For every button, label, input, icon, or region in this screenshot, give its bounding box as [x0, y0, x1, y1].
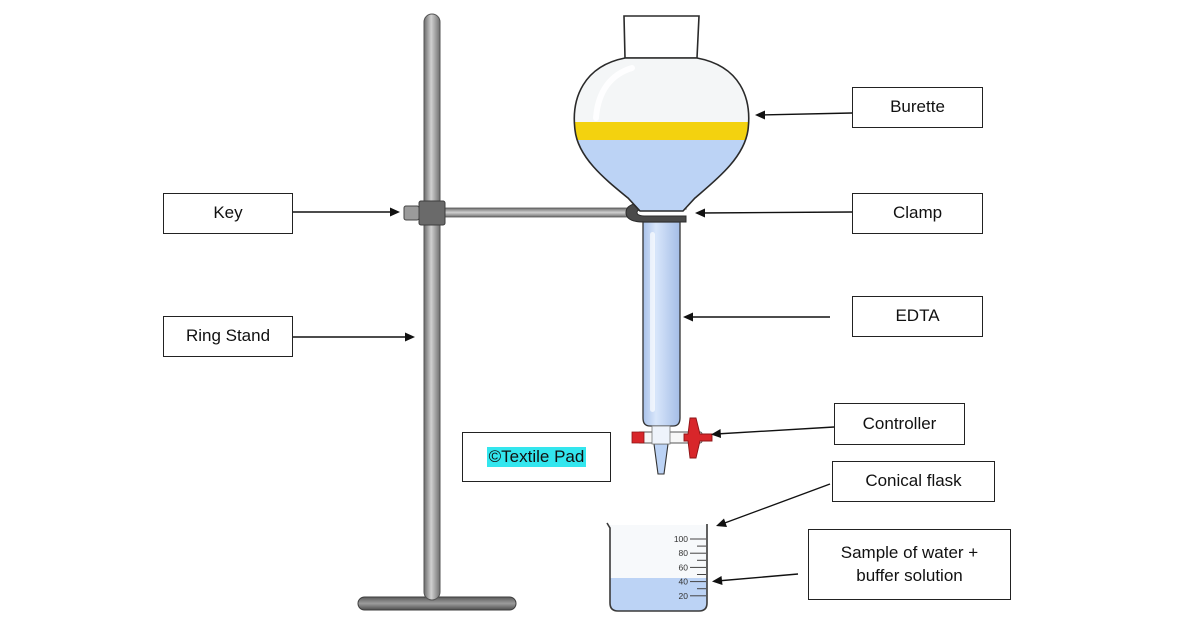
indicator-band [574, 122, 749, 140]
stopcock-handle [683, 417, 713, 459]
label-edta: EDTA [852, 296, 983, 337]
credit-text: ©Textile Pad [486, 447, 587, 467]
arrow-controller [715, 426, 835, 435]
ring-stand [357, 13, 517, 611]
boss-head [418, 200, 446, 226]
stand-base [357, 596, 517, 611]
key-knob [403, 205, 420, 221]
burette [573, 15, 750, 475]
label-sample-line1: Sample of water + [840, 542, 979, 562]
stopcock-left-cap [631, 431, 645, 444]
arrow-heads [390, 110, 765, 585]
label-controller: Controller [834, 403, 965, 445]
beaker-sample-liquid [610, 578, 707, 611]
label-clamp: Clamp [852, 193, 983, 234]
label-sample-line2: buffer solution [856, 565, 963, 585]
stopcock [631, 417, 713, 459]
arrow-burette [759, 112, 853, 116]
burette-tube [642, 221, 681, 427]
stand-rod [423, 13, 441, 601]
scale-label: 20 [679, 591, 689, 601]
burette-neck [623, 15, 700, 59]
beaker: 100 80 60 40 20 [606, 522, 708, 612]
label-sample: Sample of water + buffer solution [808, 529, 1011, 600]
clamp-arm [444, 207, 636, 218]
scale-label: 80 [679, 548, 689, 558]
beaker-outline [606, 522, 708, 612]
arrow-clamp [699, 211, 853, 214]
label-key: Key [163, 193, 293, 234]
burette-tip [653, 443, 669, 475]
arrow-conical-flask [721, 483, 831, 525]
label-burette: Burette [852, 87, 983, 128]
scale-label: 40 [679, 577, 689, 587]
arrow-sample [716, 573, 799, 582]
leader-arrows [292, 112, 853, 582]
burette-bulb [573, 57, 750, 212]
credit-box: ©Textile Pad [462, 432, 611, 482]
label-conical-flask: Conical flask [832, 461, 995, 502]
label-ring-stand: Ring Stand [163, 316, 293, 357]
scale-label: 60 [679, 562, 689, 572]
scale-label: 100 [674, 534, 688, 544]
